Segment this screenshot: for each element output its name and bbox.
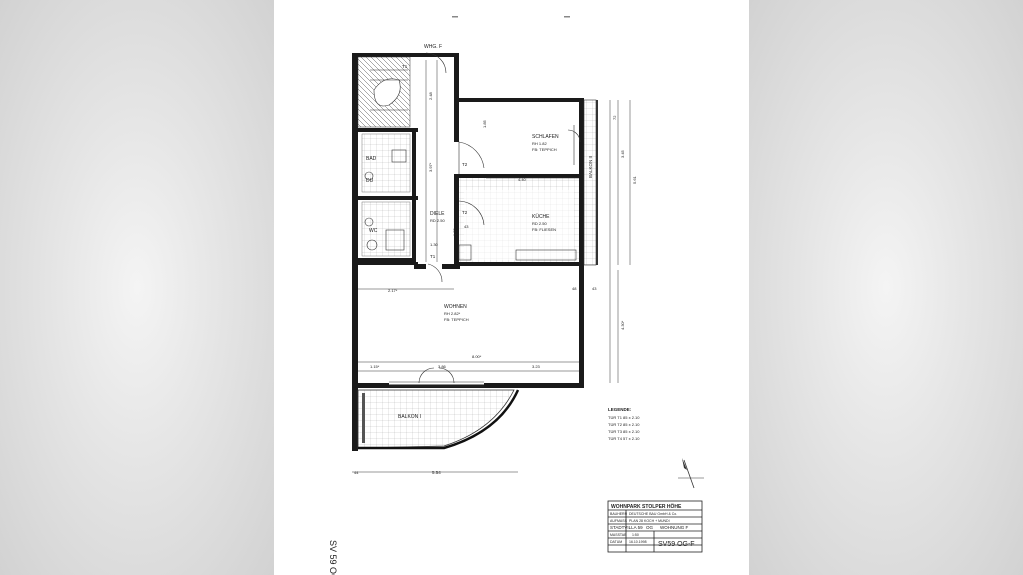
dim-width-48: 48 (572, 286, 577, 291)
title-bauherr-label: BAUHERR (610, 512, 628, 516)
door-swings (425, 52, 485, 283)
dim-height-430: 4.30* (620, 320, 625, 330)
bathroom-fixtures (361, 133, 411, 257)
room-schlafen-floor: FB: TEPPICH (532, 147, 557, 152)
room-schlafen-area: RH 1.82 (532, 141, 547, 146)
dim-width-schlafen: 4.40 (518, 177, 527, 182)
title-massstab-label: MASSTAB (610, 533, 627, 537)
dim-height-72: 72 (612, 115, 617, 120)
dim-width-43a: 43 (464, 224, 469, 229)
title-bauherr-value: DEUTSCHE BAU GmbH & Co. (629, 512, 677, 516)
schlafen-window (567, 125, 581, 165)
door-label-4: T1 (430, 254, 436, 259)
dim-width-130: 1.30 (430, 242, 439, 247)
dim-width-323: 3.23 (532, 364, 541, 369)
side-code: SV 59 OG-F (328, 540, 338, 575)
door-label-2: T2 (462, 162, 468, 167)
legend-row-4: TÜR T4 57 x 2.10 (608, 436, 640, 441)
dim-height-561: 5.61 (632, 175, 637, 184)
dim-height-185: 1.85 (482, 119, 487, 128)
dim-width-43b: 43 (592, 286, 597, 291)
door-label-1: T1 (402, 64, 408, 69)
title-datum-value: 16.10.1998 (629, 540, 647, 544)
dim-height-345: 3.45 (620, 149, 625, 158)
staircase (357, 56, 411, 128)
wohnen-window (389, 367, 484, 387)
dim-width-wohnen-left: 2.17* (388, 288, 398, 293)
dim-width-44: 44 (354, 470, 359, 475)
dimension-lines (352, 60, 631, 473)
title-datum-label: DATUM (610, 540, 622, 544)
legend-row-2: TÜR T2 85 x 2.10 (608, 422, 640, 427)
room-diele-area: RD 2.50 (430, 218, 445, 223)
dim-height-248: 2.48 (428, 91, 433, 100)
room-dusche-name: DU (366, 178, 374, 184)
room-schlafen-name: SCHLAFEN (532, 134, 559, 140)
room-kueche-floor: FB: FLIESEN (532, 227, 556, 232)
title-project: WOHNPARK STOLPER HÖHE (611, 503, 682, 510)
legend-title: LEGENDE: (608, 407, 632, 412)
dim-width-wohnen: 8.00* (472, 354, 482, 359)
background-blur-left (0, 0, 274, 575)
dim-width-115: 1.15* (370, 364, 380, 369)
title-code: SV59 OG-F (658, 541, 695, 548)
dim-width-386: 3.86 (438, 364, 447, 369)
floorplan-drawing: SCHLAFEN RH 1.82 FB: TEPPICH KÜCHE RD 2.… (328, 16, 704, 575)
outer-walls (352, 53, 584, 451)
north-arrow-icon (678, 458, 704, 489)
room-wohnen-area: RH 2.82* (444, 311, 461, 316)
room-bad-name: BAD (366, 156, 377, 162)
title-massstab-value: 1:50 (632, 533, 639, 537)
title-aufmass-value: PLAN 28 KOCH + MUNDI (629, 519, 670, 523)
title-block-frame (607, 500, 703, 553)
kitchen-fridge (458, 244, 472, 261)
room-balkon2-name: BALKON II (588, 156, 593, 178)
kitchen-counter (515, 249, 577, 261)
dim-width-balkon: 5.54 (432, 470, 441, 475)
room-wohnen-floor: FB: TEPPICH (444, 317, 469, 322)
balkon-1 (357, 389, 520, 450)
room-wc-name: WC (369, 228, 378, 234)
background-blur-right (749, 0, 1023, 575)
title-stadtvilla: STADTVILLA 59 (610, 525, 643, 530)
door-label-3: T2 (462, 210, 468, 215)
kitchen-area (464, 190, 574, 260)
title-aufmass-label: AUFMASS (610, 519, 628, 523)
room-kueche-area: RD 2.50 (532, 221, 547, 226)
room-wohnen-name: WOHNEN (444, 304, 467, 310)
room-kueche-name: KÜCHE (532, 213, 550, 220)
header-mark: WHG. F (424, 44, 442, 50)
floorplan-sheet: SCHLAFEN RH 1.82 FB: TEPPICH KÜCHE RD 2.… (274, 0, 749, 575)
legend-row-3: TÜR T3 85 x 2.10 (608, 429, 640, 434)
room-diele-name: DIELE (430, 211, 445, 217)
title-geschoss: OG (646, 525, 654, 530)
dim-height-397: 3.97* (428, 162, 433, 172)
dim-height-152: 1.52 (452, 227, 457, 236)
legend-row-1: TÜR T1 85 x 2.10 (608, 415, 640, 420)
balkon-2 (583, 99, 598, 266)
title-wohnung: WOHNUNG F (660, 525, 688, 530)
room-balkon1-name: BALKON I (398, 414, 421, 420)
top-register-marks (452, 16, 570, 18)
